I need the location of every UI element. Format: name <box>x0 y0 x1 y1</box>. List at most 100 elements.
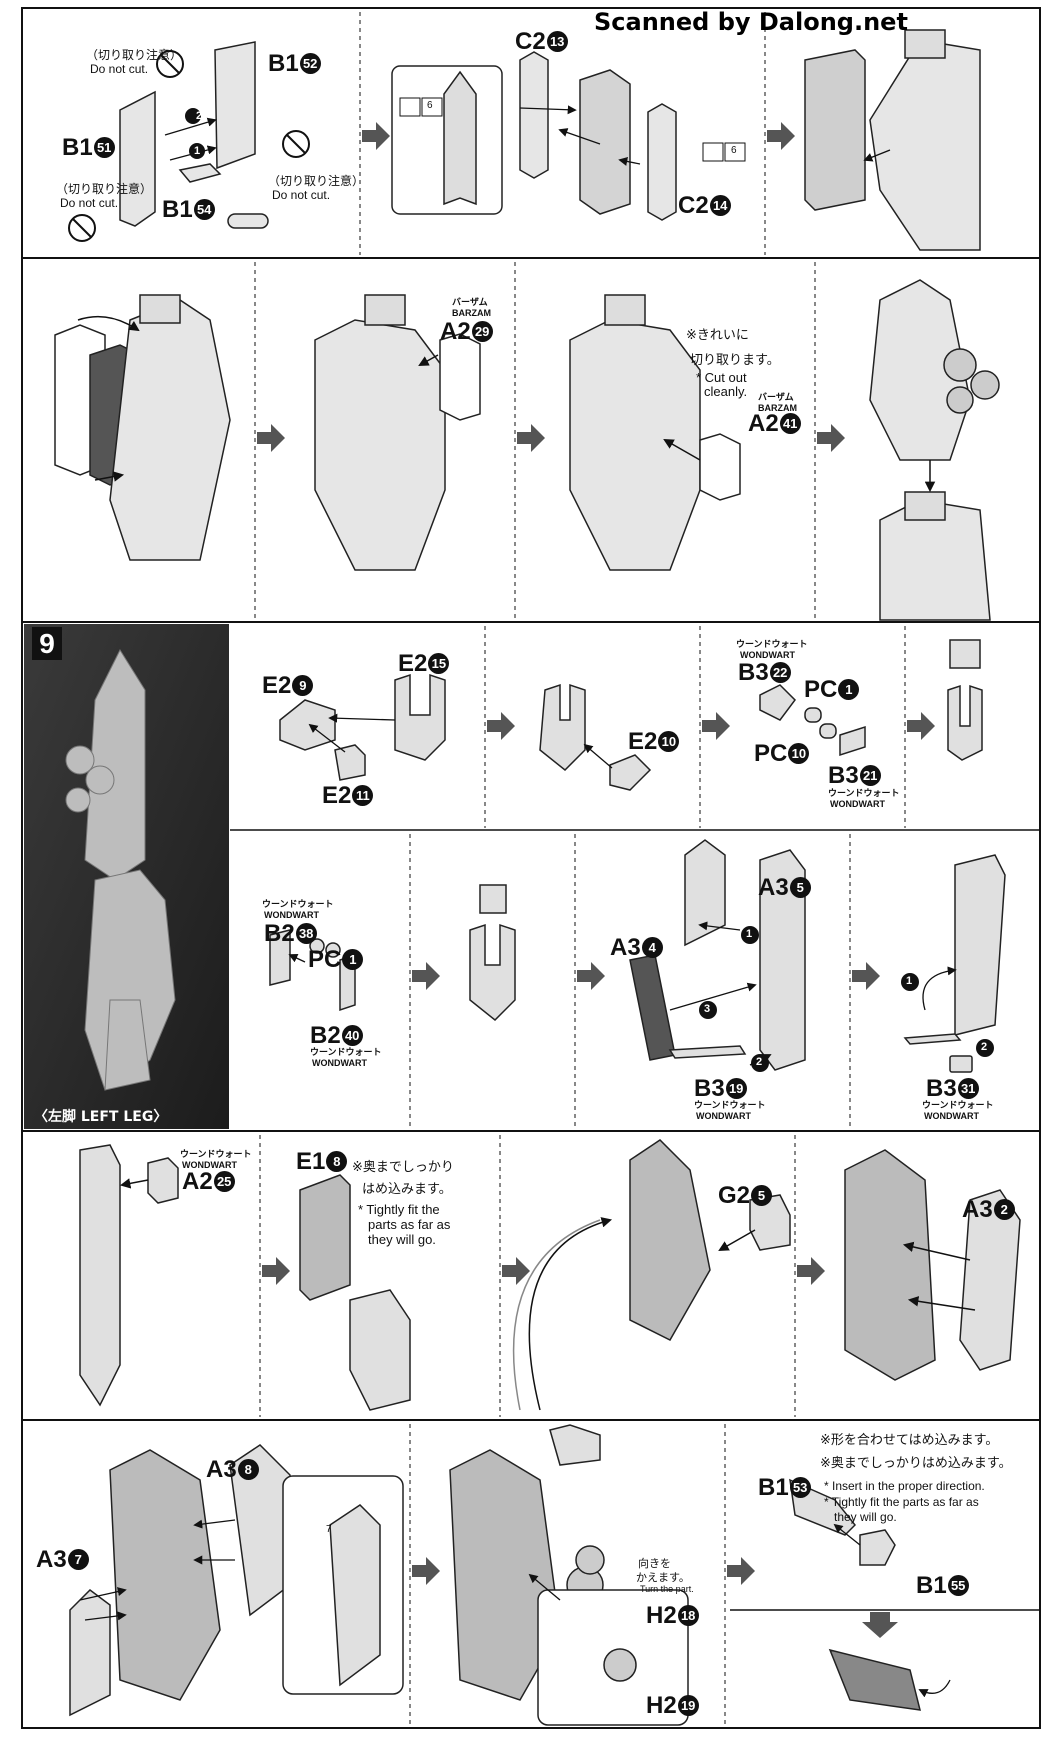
note-do-not-cut-jp: （切り取り注意） <box>86 48 183 62</box>
step-marker: 2 <box>196 110 203 122</box>
note-turn-jp: 向きを <box>638 1557 671 1570</box>
subtitle-wondwart-en: WONDWART <box>740 650 795 660</box>
no-cut-icons <box>68 50 310 242</box>
flow-arrow <box>412 962 440 990</box>
flow-arrow <box>767 122 795 150</box>
part-c2-14 <box>647 103 677 221</box>
note-tight-fit-jp: ※奥までしっかり <box>352 1160 454 1175</box>
row5-parts <box>79 1139 1021 1411</box>
flow-arrow <box>517 424 545 452</box>
subtitle-barzam-en: BARZAM <box>758 403 797 413</box>
subtitle-wondwart-en: WONDWART <box>830 799 885 809</box>
row5-arrows <box>119 1178 976 1411</box>
note-cut-clean-jp: 切り取ります。 <box>690 353 780 368</box>
part-c2-middle <box>579 69 631 215</box>
row4-parts <box>269 839 1006 1073</box>
part-c2-clear <box>443 70 477 206</box>
note-do-not-cut-en: Do not cut. <box>90 62 149 76</box>
subtitle-wondwart-en: WONDWART <box>264 910 319 920</box>
no-cut-icon <box>68 214 96 242</box>
note-tight-fit-en: * Tightly fit the <box>358 1202 440 1217</box>
subtitle-barzam-en: BARZAM <box>452 308 491 318</box>
subtitle-wondwart-en: WONDWART <box>696 1111 751 1121</box>
note-do-not-cut-en: Do not cut. <box>60 196 119 210</box>
part-b1-54 <box>178 163 222 183</box>
page-frame <box>21 7 1041 1729</box>
step-marker: 1 <box>746 928 753 940</box>
flow-arrow <box>907 712 935 740</box>
row6-arrows <box>79 1519 951 1698</box>
flow-arrow <box>262 1257 290 1285</box>
step-marker: 1 <box>906 975 913 987</box>
note-do-not-cut-jp: （切り取り注意） <box>268 174 365 188</box>
part-b1-51 <box>119 90 156 227</box>
part-c2-13 <box>519 51 549 179</box>
note-shape-jp: ※形を合わせてはめ込みます。 <box>820 1433 999 1448</box>
row1-steps <box>185 108 205 159</box>
knife-number: 6 <box>731 145 737 156</box>
note-tight-fit-en: they will go. <box>368 1232 436 1247</box>
subtitle-wondwart-en: WONDWART <box>182 1160 237 1170</box>
knife-number: 7 <box>326 1524 332 1535</box>
step-number: 9 <box>32 627 62 660</box>
flow-arrow <box>727 1557 755 1585</box>
subtitle-wondwart-jp: ウーンドウォート <box>922 1101 994 1111</box>
subtitle-wondwart-en: WONDWART <box>312 1058 367 1068</box>
panel-dividers <box>254 12 906 1726</box>
flow-arrow <box>702 712 730 740</box>
flow-arrow <box>817 424 845 452</box>
flow-arrow <box>487 712 515 740</box>
subtitle-wondwart-jp: ウーンドウォート <box>694 1101 766 1111</box>
subtitle-wondwart-jp: ウーンドウォート <box>736 640 808 650</box>
step-marker: 2 <box>756 1056 763 1068</box>
note-cut-clean-jp: ※きれいに <box>686 328 749 343</box>
flow-arrow <box>852 962 880 990</box>
subtitle-barzam-jp: バーザム <box>758 393 794 403</box>
note-do-not-cut-en: Do not cut. <box>272 188 331 202</box>
note-tight-fit-jp: はめ込みます。 <box>362 1182 452 1197</box>
knife-number: 6 <box>427 100 433 111</box>
flow-arrow <box>362 122 390 150</box>
row6-parts <box>69 1424 921 1726</box>
note-turn-jp: かえます。 <box>636 1571 690 1584</box>
note-turn-en: Turn the part. <box>640 1584 694 1594</box>
flow-arrow <box>257 424 285 452</box>
part-b1-54-detail <box>227 213 269 229</box>
part-b1-52 <box>214 41 256 170</box>
flow-arrows <box>257 122 935 1638</box>
subtitle-wondwart-jp: ウーンドウォート <box>310 1048 382 1058</box>
left-leg-preview <box>65 648 176 1091</box>
subtitle-wondwart-en: WONDWART <box>924 1111 979 1121</box>
note-cut-clean-en: cleanly. <box>704 384 748 399</box>
no-cut-icon <box>156 50 184 78</box>
note-tight-fit-en: parts as far as <box>368 1217 451 1232</box>
note-do-not-cut-jp: （切り取り注意） <box>56 182 153 196</box>
flow-arrow <box>577 962 605 990</box>
flow-arrow-down <box>862 1612 898 1638</box>
row3-arrows <box>308 713 613 769</box>
row2-parts <box>54 279 1000 621</box>
note-insert-en: * Insert in the proper direction. <box>824 1479 985 1493</box>
row1-parts <box>119 29 981 251</box>
